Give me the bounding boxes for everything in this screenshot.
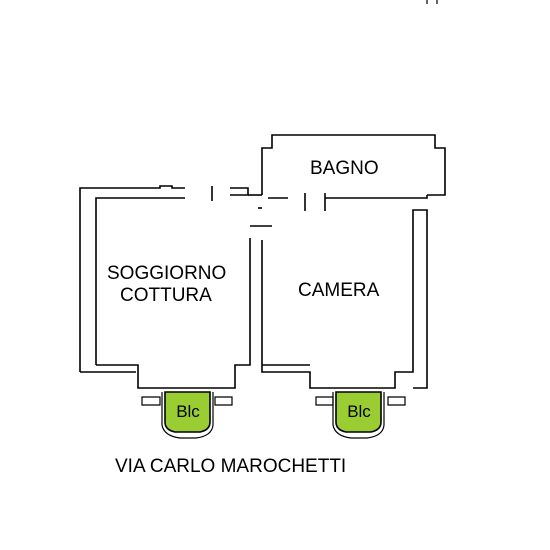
room-label-bagno: BAGNO [310,158,379,179]
balcony-label-right: Blc [347,402,371,421]
balcony-label-left: Blc [176,402,200,421]
camera-walls [261,209,428,389]
room-label-soggiorno: SOGGIORNO COTTURA [107,263,243,307]
corner-marks [426,0,438,4]
street-label: VIA CARLO MAROCHETTI [115,456,347,477]
top-walls [79,185,428,372]
room-label-camera: CAMERA [298,280,380,301]
balcony-right [315,391,406,439]
soggiorno-walls [80,197,251,389]
soggiorno-line2: COTTURA [120,285,212,306]
bagno-walls [261,134,446,196]
soggiorno-line1: SOGGIORNO [107,263,227,284]
balcony-left [141,391,233,439]
